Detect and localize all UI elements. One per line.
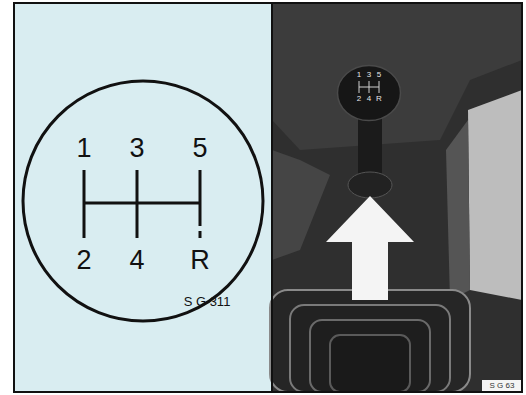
gear-number: R [190, 247, 210, 274]
shift-pattern-circle: 1 3 5 2 4 R [20, 78, 266, 324]
console-right [468, 90, 522, 300]
shift-gate-line [199, 231, 202, 238]
gear-number: 4 [367, 95, 371, 103]
left-panel [14, 3, 272, 392]
panel-divider [271, 3, 273, 392]
shift-gate-line [84, 202, 200, 205]
gear-number: R [376, 95, 382, 103]
boot-ring [290, 305, 450, 392]
photo-code: S G 63 [490, 382, 515, 390]
console-edge [446, 120, 470, 300]
outline-shape [23, 81, 263, 321]
boot-ring [270, 290, 470, 392]
gear-number: 1 [357, 71, 361, 79]
gear-number: 2 [357, 95, 361, 103]
gear-number: 1 [76, 135, 91, 162]
gear-number: 5 [377, 71, 381, 79]
console-left [272, 150, 330, 260]
node-outline [20, 78, 266, 324]
lever-collar [348, 172, 392, 198]
boot-ring [310, 320, 430, 392]
gear-number: 2 [76, 247, 91, 274]
gear-number: 3 [367, 71, 371, 79]
figure-frame [14, 3, 522, 392]
gear-number: 4 [129, 247, 144, 274]
label-ground [482, 380, 522, 392]
gear-number: 5 [192, 135, 207, 162]
figure-code: S G 311 [184, 295, 231, 308]
shift-gate-line [199, 170, 202, 226]
boot-ring [330, 335, 410, 392]
gear-knob: 135 24R [336, 64, 402, 122]
direction-arrow [326, 196, 414, 300]
gear-number: 3 [129, 135, 144, 162]
outline-shape [338, 66, 401, 121]
shift-gate-line [359, 87, 379, 88]
photo-panel [272, 3, 522, 392]
